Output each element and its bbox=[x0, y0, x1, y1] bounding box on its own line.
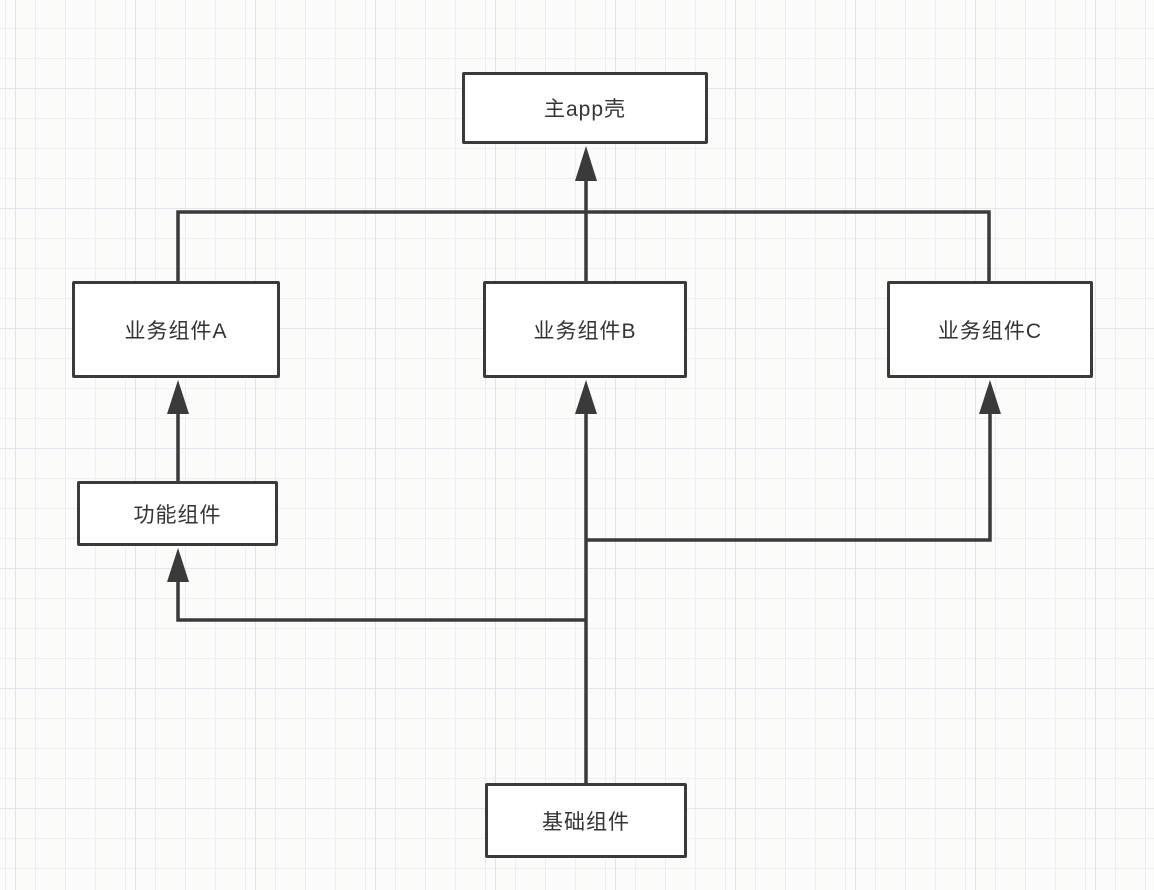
node-function-component[interactable]: 功能组件 bbox=[77, 481, 278, 546]
node-business-component-c[interactable]: 业务组件C bbox=[887, 281, 1093, 378]
edge-base-to-biz-b bbox=[575, 380, 597, 784]
node-label: 基础组件 bbox=[542, 810, 630, 834]
node-label: 功能组件 bbox=[133, 503, 222, 527]
edge-base-to-func bbox=[167, 548, 586, 622]
arrowhead-up-icon bbox=[167, 548, 189, 582]
arrowhead-up-icon bbox=[979, 380, 1001, 414]
node-label: 主app壳 bbox=[543, 98, 627, 121]
node-business-component-b[interactable]: 业务组件B bbox=[483, 281, 687, 378]
edge-biz-b-to-app-shell bbox=[575, 146, 597, 282]
node-app-shell[interactable]: 主app壳 bbox=[462, 72, 708, 144]
node-base-component[interactable]: 基础组件 bbox=[485, 783, 687, 858]
arrowhead-up-icon bbox=[167, 380, 189, 414]
edge-base-to-biz-c bbox=[586, 380, 1001, 542]
node-label: 业务组件B bbox=[533, 319, 637, 343]
node-label: 业务组件A bbox=[124, 319, 228, 343]
arrowhead-up-icon bbox=[575, 146, 597, 181]
edge-bus-a-c-to-shell bbox=[176, 210, 991, 282]
node-business-component-a[interactable]: 业务组件A bbox=[72, 281, 280, 378]
edge-func-to-biz-a bbox=[167, 380, 189, 482]
arrowhead-up-icon bbox=[575, 380, 597, 414]
node-label: 业务组件C bbox=[937, 319, 1043, 343]
